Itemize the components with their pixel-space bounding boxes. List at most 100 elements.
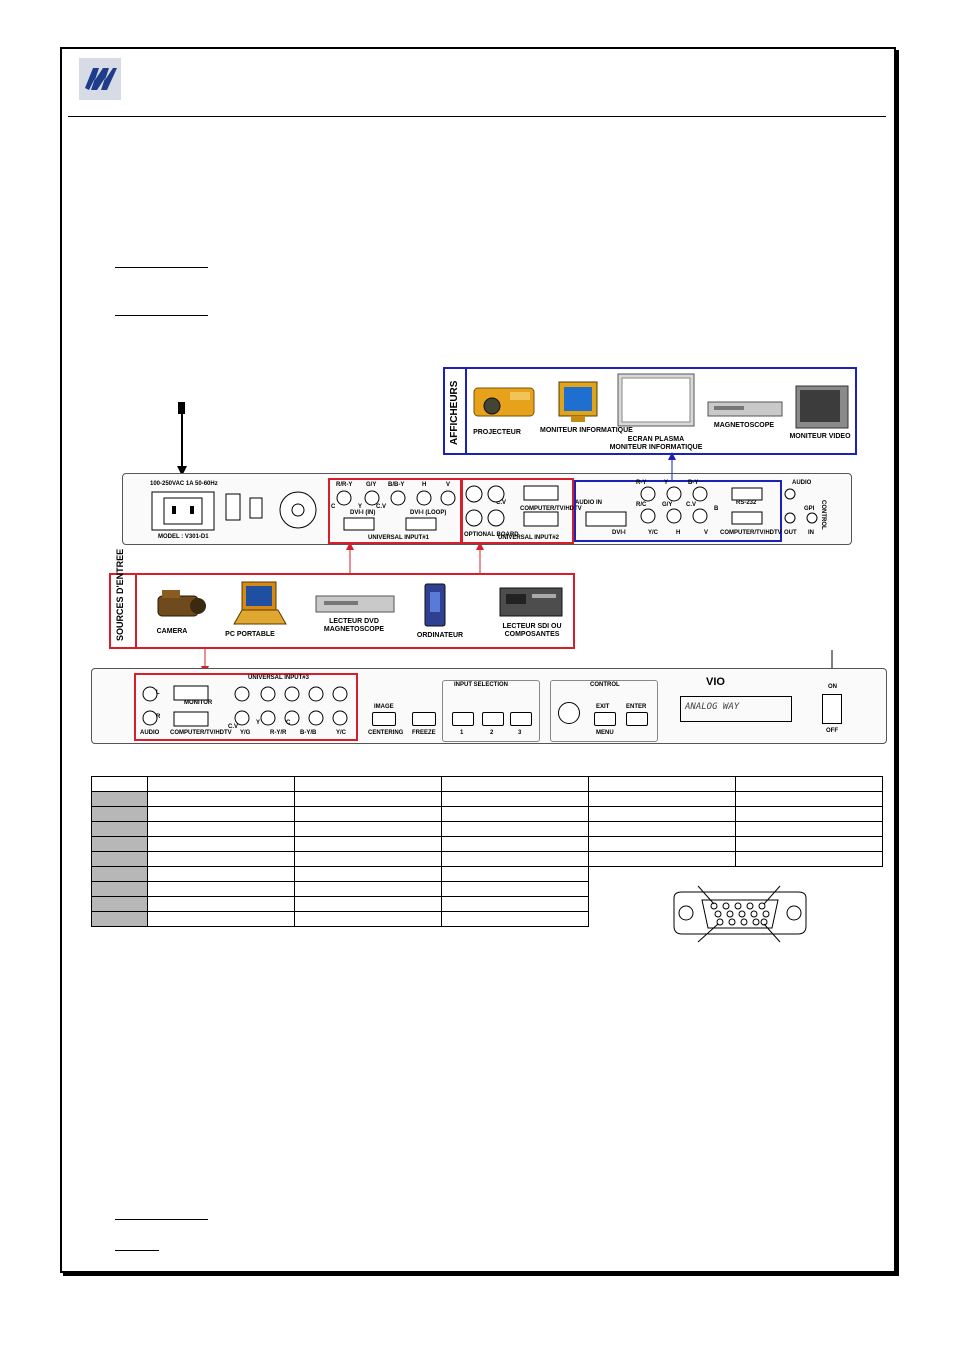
- computer-monitor-icon: [558, 381, 598, 422]
- freeze-button[interactable]: [412, 712, 436, 726]
- button-label: 3: [518, 730, 522, 736]
- connector-label: B-Y: [688, 480, 699, 486]
- input3-label: UNIVERSAL INPUT#3: [248, 675, 309, 681]
- rear-power-text: 100-250VAC 1A 50-60Hz: [150, 481, 218, 487]
- source-label: CAMERA: [156, 628, 188, 635]
- connector-label: R-Y: [636, 480, 647, 486]
- source-label: LECTEUR DVD MAGNETOSCOPE: [323, 618, 385, 633]
- display-label: MAGNETOSCOPE: [713, 422, 775, 429]
- sources-title: SOURCES D'ENTREE: [115, 548, 125, 641]
- power-socket-icon: [151, 491, 215, 531]
- rear-panel: [122, 473, 852, 545]
- connector-label: COMPUTER/TV/HDTV: [520, 506, 582, 512]
- fan-icon: [225, 491, 317, 529]
- source-label: ORDINATEUR: [416, 632, 464, 639]
- connector-label: B: [714, 506, 719, 512]
- control-group: [550, 680, 658, 742]
- universal-input-2-box: [461, 478, 574, 544]
- connector-label: Y/C: [336, 730, 347, 736]
- input-1-button[interactable]: [452, 712, 474, 726]
- brand-logo: VIO: [706, 676, 725, 688]
- plasma-screen-icon: [617, 373, 695, 427]
- display-label: MONITEUR INFORMATIQUE: [540, 427, 633, 434]
- connector-label: H: [422, 482, 427, 488]
- exit-button[interactable]: [594, 712, 616, 726]
- button-label: IMAGE: [374, 704, 394, 710]
- input-selection-group: [442, 680, 540, 742]
- pinout-table: [91, 776, 883, 927]
- connector-label: Y/G: [240, 730, 251, 736]
- connector-label: AUDIO IN: [575, 500, 602, 506]
- connector-label: Y: [358, 504, 363, 510]
- header-rule: [68, 116, 886, 117]
- section-heading-underline: [115, 1250, 159, 1251]
- image-centering-button[interactable]: [372, 712, 396, 726]
- connector-label: RS-232: [736, 500, 757, 506]
- button-label: FREEZE: [412, 730, 436, 736]
- connector-label: B/B-Y: [388, 482, 405, 488]
- analog-way-logo-icon: [79, 58, 121, 100]
- rear-model-text: MODEL : V301-D1: [158, 534, 209, 540]
- page-frame: [60, 47, 896, 1273]
- connector-label: Y: [664, 480, 669, 486]
- connector-label: Y/C: [648, 530, 659, 536]
- connector-label: AUDIO: [140, 730, 160, 736]
- connector-label: R: [156, 714, 161, 720]
- section-heading-underline: [115, 267, 208, 268]
- connector-label: C.V: [228, 724, 239, 730]
- connector-label: V: [704, 530, 709, 536]
- connector-label: H: [676, 530, 681, 536]
- connector-label: C.V: [376, 504, 387, 510]
- vga-connector-icon: [673, 885, 807, 943]
- connector-label: R/R-Y: [336, 482, 353, 488]
- input1-label: UNIVERSAL INPUT#1: [368, 535, 429, 541]
- connector-label: IN: [808, 530, 814, 536]
- control-knob[interactable]: [558, 702, 580, 724]
- power-plug-icon: [176, 402, 190, 481]
- input-2-button[interactable]: [482, 712, 504, 726]
- button-label: ENTER: [626, 704, 647, 710]
- button-label: EXIT: [596, 704, 610, 710]
- connector-label: MONITOR: [184, 700, 213, 706]
- universal-input-3-box: [134, 673, 358, 741]
- section-heading-underline: [115, 1219, 208, 1220]
- laptop-icon: [233, 581, 287, 625]
- power-switch[interactable]: [822, 694, 842, 724]
- input-3-button[interactable]: [510, 712, 532, 726]
- sdi-player-icon: [499, 587, 563, 617]
- display-label: MONITEUR VIDEO: [789, 433, 851, 440]
- computer-tower-icon: [424, 583, 446, 627]
- button-label: MENU: [596, 730, 614, 736]
- power-off-label: OFF: [826, 728, 838, 734]
- source-label: PC PORTABLE: [225, 631, 275, 638]
- lcd-text: ANALOG WAY: [685, 702, 740, 712]
- button-label: CENTERING: [368, 730, 404, 736]
- connector-label: R-Y/R: [270, 730, 287, 736]
- projector-icon: [473, 387, 535, 417]
- connector-label: C: [331, 504, 336, 510]
- section-heading-underline: [115, 315, 208, 316]
- camera-icon: [157, 590, 206, 617]
- connector-label: AUDIO: [792, 480, 812, 486]
- connector-label: Y: [256, 720, 261, 726]
- connector-label: COMPUTER/TV/HDTV: [720, 530, 782, 536]
- displays-box: AFFICHEURS: [443, 367, 857, 455]
- input2-label: UNIVERSAL INPUT#2: [498, 535, 559, 541]
- source-label: LECTEUR SDI OU COMPOSANTES: [502, 623, 562, 638]
- control-label: CONTROL: [590, 682, 620, 688]
- power-on-label: ON: [828, 684, 837, 690]
- connector-label: COMPUTER/TV/HDTV: [170, 730, 232, 736]
- dvd-player-icon: [315, 595, 395, 613]
- connector-label: V: [446, 482, 451, 488]
- enter-button[interactable]: [626, 712, 648, 726]
- lcd-display: ANALOG WAY: [680, 696, 792, 722]
- connector-label: G/Y: [662, 502, 673, 508]
- connector-label: L: [156, 690, 160, 696]
- button-label: 2: [490, 730, 494, 736]
- input1-connectors: [336, 490, 456, 531]
- sources-box: SOURCES D'ENTREE: [109, 549, 575, 649]
- video-monitor-icon: [795, 385, 849, 429]
- connector-label: DVI-I (LOOP): [410, 510, 447, 516]
- connector-label: DVI-I (IN): [350, 510, 376, 516]
- output-connectors: [585, 486, 818, 527]
